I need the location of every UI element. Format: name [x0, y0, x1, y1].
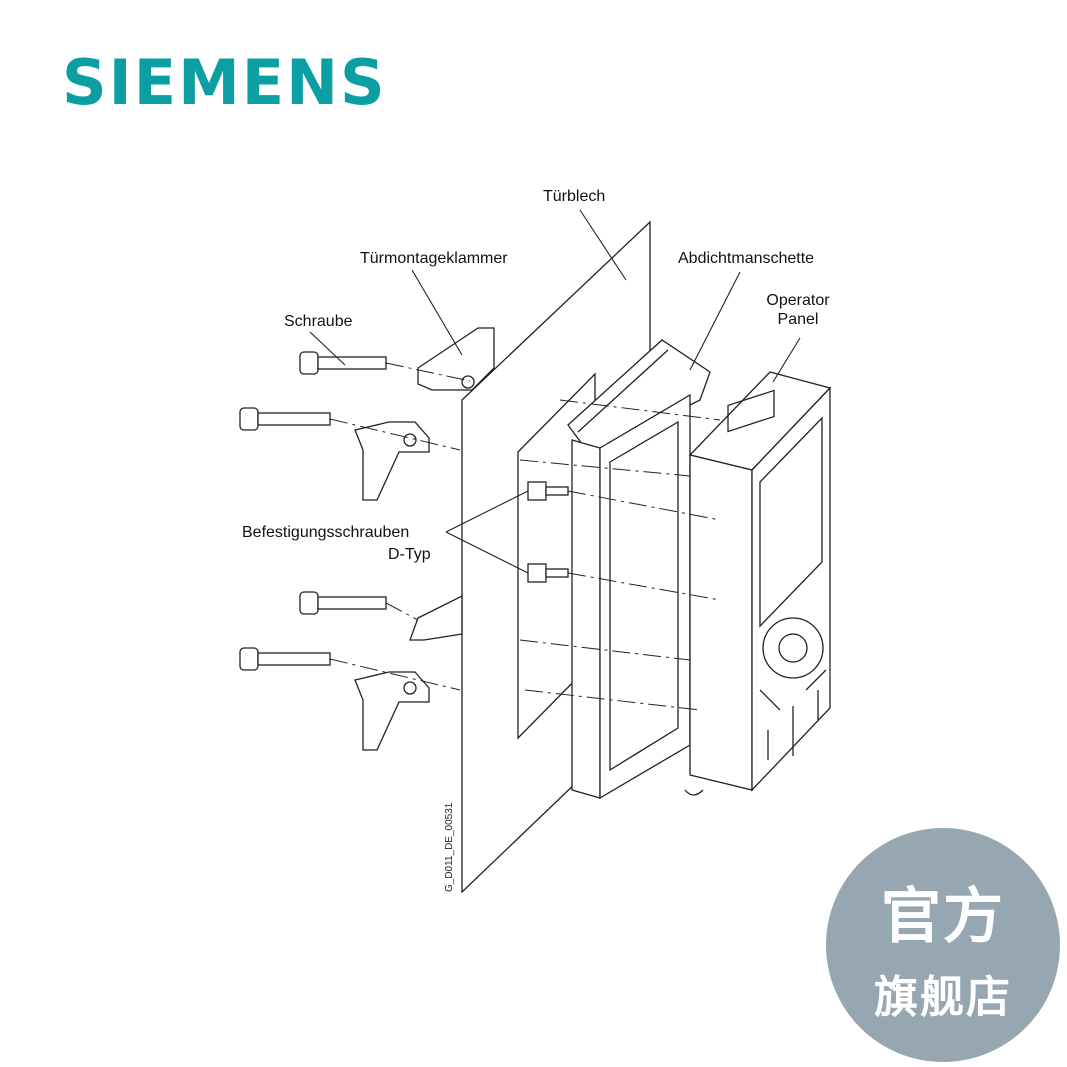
label-fastener-line2: D-Typ [388, 546, 431, 563]
screws [239, 351, 387, 671]
alignment-lines [329, 362, 721, 711]
label-mount-clip: Türmontageklammer [360, 250, 508, 267]
leader-lines [309, 209, 801, 574]
label-seal: Abdichtmanschette [678, 250, 815, 267]
label-screw: Schraube [284, 313, 353, 330]
label-operator-panel-line2: Panel [777, 311, 819, 329]
panel-connector [727, 389, 775, 433]
label-door-sheet: Türblech [543, 188, 606, 205]
label-operator-panel-line1: Operator [766, 292, 830, 309]
badge-line1: 官方 [881, 882, 1005, 952]
official-store-badge: 官方 旗舰店 [826, 828, 1060, 1062]
panel-dial [762, 617, 824, 679]
badge-line2: 旗舰店 [874, 972, 1012, 1023]
mounting-clips [354, 327, 495, 751]
seal-gasket [567, 339, 711, 800]
panel-display [759, 416, 823, 628]
drawing-code: G_D011_DE_00531 [444, 802, 455, 892]
label-operator-panel: Operator Panel [758, 291, 838, 329]
d-type-screws [527, 481, 569, 583]
label-fastener-line1: Befestigungsschrauben [242, 524, 410, 541]
siemens-logo: SIEMENS [62, 46, 387, 119]
operator-panel [684, 371, 832, 796]
